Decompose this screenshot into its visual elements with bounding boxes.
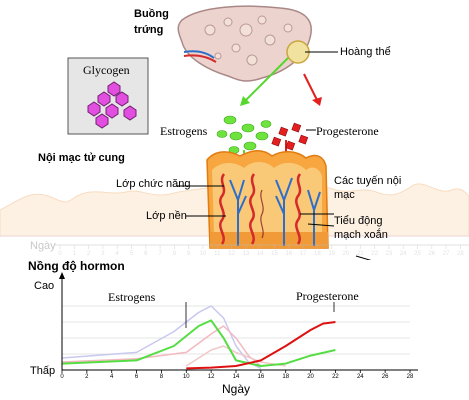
ruler-tick-label: 16 [285,251,292,257]
corpus-luteum-label: Hoàng thể [340,46,391,58]
x-tick-label: 12 [208,374,215,380]
ruler-tick-label: 9 [187,251,191,257]
estrogen-molecules [216,115,272,154]
background-curve [61,305,262,370]
glands-label: Các tuyến nội mạc [334,175,402,201]
ruler-tick-label: 26 [428,251,435,257]
x-tick-label: 0 [60,374,64,380]
ruler-tick-label: 22 [371,251,378,257]
progesterone-label: Progesterone [316,124,379,138]
ruler-tick-label: 8 [173,251,177,257]
ruler-tick-label: 1 [73,251,77,257]
x-tick-label: 8 [160,374,164,380]
ruler-tick-label: 3 [101,251,105,257]
ruler-tick-label: 27 [443,251,450,257]
x-tick-label: 6 [135,374,139,380]
series-line-progesterone [186,321,336,370]
chart-title: Nồng độ hormon [28,259,125,273]
x-tick-label: 14 [233,374,240,380]
ruler-tick-label: 19 [328,251,335,257]
ruler-tick-label: 25 [414,251,421,257]
ruler-tick-label: 15 [271,251,278,257]
y-label-low: Thấp [30,365,56,377]
series-label-progesterone: Progesterone [296,289,359,303]
ruler-tick-label: 13 [243,251,250,257]
ruler-tick-label: 14 [257,251,264,257]
ruler-tick-label: 5 [130,251,134,257]
endometrium-section [176,150,335,249]
connector-line [355,255,372,260]
x-tick-label: 4 [110,374,114,380]
x-tick-label: 26 [382,374,389,380]
ruler-tick-label: 28 [457,251,464,257]
ruler-tick-label: 17 [300,251,307,257]
glycogen-label: Glycogen [83,63,130,77]
ruler-tick-label: 4 [116,251,120,257]
ruler-tick-label: 23 [386,251,393,257]
x-tick-label: 28 [407,374,414,380]
estrogens-label: Estrogens [160,124,208,138]
ruler-tick-label: 0 [58,251,62,257]
x-axis-label: Ngày [222,382,251,396]
ovary-illustration [177,5,338,82]
ruler-tick-label: 10 [200,251,207,257]
x-tick-label: 22 [332,374,339,380]
basal-layer-label: Lớp nền [146,210,187,222]
glycogen-box [67,57,149,135]
ruler-tick-label: 6 [144,251,148,257]
spiral-arteries-label: Tiểu động mạch xoắn [334,215,388,241]
ruler-tick-label: 18 [314,251,321,257]
ruler-tick-label: 20 [343,251,350,257]
background-curve [185,345,286,367]
ruler-tick-label: 24 [400,251,407,257]
ruler-tick-label: 11 [214,251,221,257]
endometrium-label: Nội mạc tử cung [38,152,125,164]
x-tick-label: 10 [183,374,190,380]
ruler-tick-label: 7 [158,251,162,257]
x-tick-label: 20 [307,374,314,380]
progesterone-molecules [271,122,316,151]
series-label-estrogens: Estrogens [108,290,156,304]
x-tick-label: 18 [282,374,289,380]
y-label-high: Cao [34,280,55,292]
functional-layer-label: Lớp chức năng [116,178,191,190]
x-tick-label: 24 [357,374,364,380]
x-tick-label: 16 [258,374,265,380]
y-axis-arrow [59,272,65,279]
background-curve [61,325,262,367]
day-watermark: Ngày [30,240,56,252]
x-tick-label: 2 [85,374,89,380]
ruler-tick-label: 12 [228,251,235,257]
ruler-tick-label: 2 [87,251,91,257]
ovary-label: Buồng trứng [134,8,169,36]
series-line-estrogens [61,319,336,367]
ruler-tick-label: 21 [357,251,364,257]
